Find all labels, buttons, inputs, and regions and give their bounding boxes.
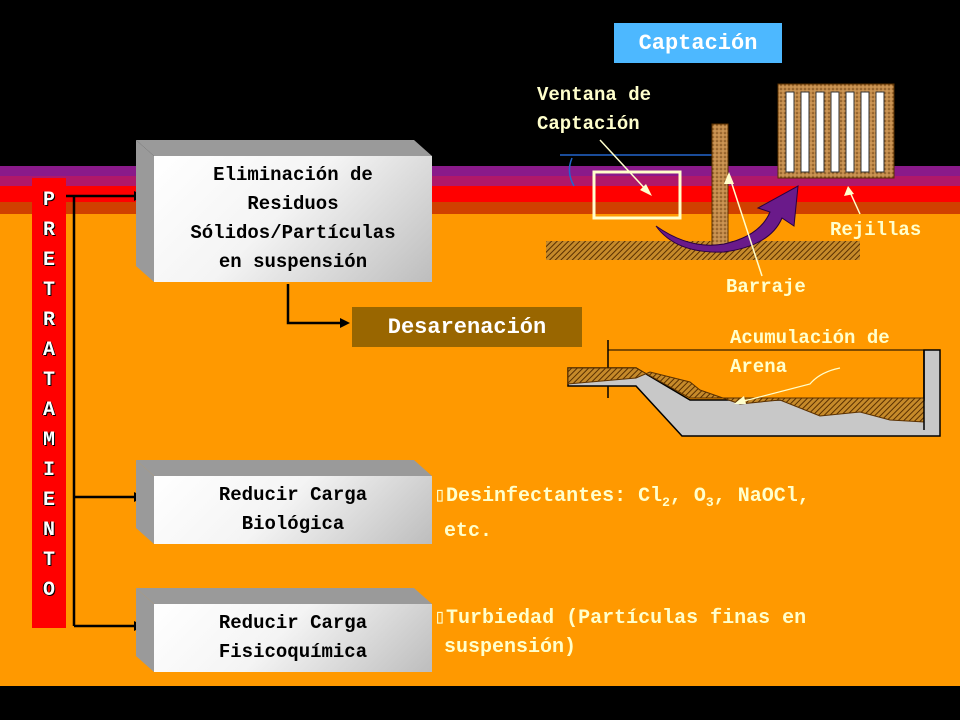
letter: O [42,579,55,602]
box-line: Reducir Carga [218,612,368,634]
water-wave [568,157,575,187]
pretratamiento-label: P R E T R A T A M I E N T O [32,178,66,628]
page-title: Captación [638,30,758,56]
letter: R [42,219,55,242]
letter: R [42,309,55,332]
letter: T [42,369,55,392]
box-line: Sólidos/Partículas [190,222,396,244]
letter: T [42,279,55,302]
desinf-text: , NaOCl, [713,485,810,508]
turb-line2: suspensión) [444,636,577,659]
bullet-icon: ▯ [434,485,447,508]
letter: P [42,189,55,212]
letter: I [42,459,55,482]
barraje-label: Barraje [726,276,806,298]
letter: A [42,399,55,422]
rejillas-label: Rejillas [830,219,922,241]
ventana-label-1: Ventana de [537,84,652,106]
desinfectantes-text: ▯Desinfectantes: Cl2, O3, NaOCl, etc. [434,482,810,546]
box-line: Eliminación de [213,164,373,186]
letter: N [42,519,55,542]
arena-label-1: Acumulación de [730,327,890,349]
band-purple [0,166,960,176]
letter: T [42,549,55,572]
subscript: 2 [662,495,670,510]
arena-label-2: Arena [730,356,788,378]
letter: A [42,339,55,362]
desarenacion-label: Desarenación [387,314,547,340]
bullet-icon: ▯ [434,607,447,630]
turb-text: Turbiedad (Partículas finas en [446,607,807,630]
ventana-label-2: Captación [537,113,640,135]
letter: E [42,249,55,272]
letter: M [42,429,55,452]
title-box: Captación [614,23,782,63]
ventana-rect [592,170,682,220]
tank-shell [567,349,941,437]
desarenacion-box: Desarenación [352,307,582,347]
box-line: Biológica [241,513,345,535]
box-line: Fisicoquímica [218,641,368,663]
desinf-text: , O [669,485,706,508]
sand-accumulation [567,367,925,423]
box-line: Reducir Carga [218,484,368,506]
desinf-line2: etc. [444,520,493,543]
box-biologica: Reducir Carga Biológica [154,476,432,544]
box-line: en suspensión [218,251,368,273]
box-fisicoquimica: Reducir Carga Fisicoquímica [154,604,432,672]
barraje [711,123,729,253]
band-magenta [0,176,960,186]
subscript: 3 [705,495,714,510]
desinf-text: Desinfectantes: Cl [446,485,663,508]
box-line: Residuos [247,193,339,215]
box-eliminacion: Eliminación de Residuos Sólidos/Partícul… [154,156,432,282]
turbiedad-text: ▯Turbiedad (Partículas finas en suspensi… [434,604,806,662]
flow-arrow [655,185,799,253]
letter: E [42,489,55,512]
